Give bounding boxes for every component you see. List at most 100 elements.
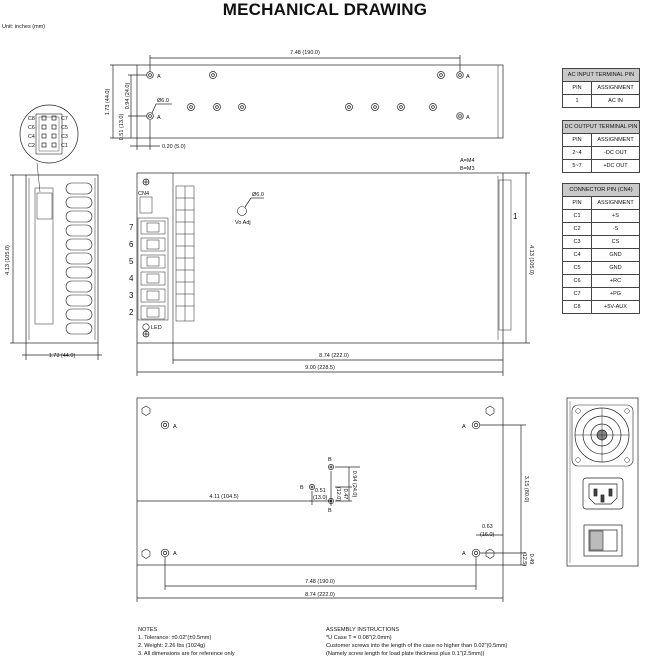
top-dim-094: 0.94 (24.0) [125, 83, 131, 110]
top-height-dim: 1.73 (44.0) [105, 89, 111, 116]
table-cell: C1 [562, 209, 592, 223]
table-header: ASSIGNMENT [591, 196, 640, 210]
assembly-block: ASSEMBLY INSTRUCTIONS *U Case T = 0.08"(… [326, 626, 507, 658]
side-view: 4.13 (105.0) 1.73 (44.0) [5, 174, 102, 360]
table-cell: -S [591, 222, 640, 236]
bottom-hex-fasteners [141, 405, 495, 559]
front-outer-width: 9.00 (228.5) [305, 365, 335, 371]
table-cell: +S [591, 209, 640, 223]
hole-label-a: A [466, 74, 470, 80]
pin-label: C1 [61, 143, 68, 149]
table-header: ASSIGNMENT [591, 81, 640, 95]
hole-label-b: B [328, 457, 332, 463]
hole-label-a: A [462, 551, 466, 557]
table-title: CONNECTOR PIN (CN4) [562, 183, 640, 197]
assembly-heading: ASSEMBLY INSTRUCTIONS [326, 627, 400, 633]
vo-adj-potentiometer [237, 206, 247, 216]
vo-adj-diameter: Ø6.0 [252, 192, 264, 198]
page-title: MECHANICAL DRAWING [222, 0, 428, 19]
table-row: C6+RC [562, 274, 640, 288]
table-row: C1+S [562, 209, 640, 223]
top-dim-051: 0.51 (13.0) [119, 114, 125, 141]
table-cell: +RC [591, 274, 640, 288]
top-hole-diameter: Ø6.0 [157, 98, 169, 104]
pin-label: C6 [28, 125, 35, 131]
side-height-dim: 4.13 (105.0) [5, 245, 11, 275]
table-cell: C8 [562, 300, 592, 314]
front-inner-width: 8.74 (222.0) [319, 353, 349, 359]
hole-label-a: A [173, 424, 177, 430]
top-view: A A A A 7.48 (190.0) 1.73 (44.0) 0.94 (2… [105, 50, 504, 150]
vo-adj-label: Vo Adj [235, 220, 251, 226]
ac-inlet-iec [582, 477, 624, 510]
table-header: PIN [562, 133, 592, 147]
rear-view [566, 397, 639, 567]
bottom-dim-051: 0.51 [315, 488, 326, 494]
note-item: 2. Weight: 2.26 lbs (1024g) [138, 643, 206, 649]
table-cell: AC IN [591, 94, 640, 108]
pin-label: C2 [28, 143, 35, 149]
bottom-dim-047: 0.47 [342, 489, 348, 500]
pin-label: C8 [28, 116, 35, 122]
table-cell: C4 [562, 248, 592, 262]
assembly-line: (Namely screw length for load plate thic… [326, 651, 485, 657]
bottom-dim-748: 7.48 (190.0) [305, 579, 335, 585]
table-row: C8+5V-AUX [562, 300, 640, 314]
front-height-dim: 4.13 (105.0) [528, 245, 534, 275]
table-row: 2~4-DC OUT [562, 146, 640, 160]
top-width-dim: 7.48 (190.0) [290, 50, 320, 56]
bottom-dim-411: 4.11 (104.5) [209, 494, 238, 500]
terminal-number: 5 [129, 257, 134, 266]
hole-label-a: A [157, 74, 161, 80]
bottom-dim-315: 3.15 (80.0) [523, 476, 529, 503]
table-cell: +DC OUT [591, 159, 640, 173]
bottom-dim-063: 0.63 [482, 524, 493, 530]
terminal-number: 4 [129, 274, 134, 283]
bottom-dim-120: (12.0) [335, 487, 341, 502]
led-indicator [142, 323, 150, 331]
legend-b-m3: B=M3 [460, 166, 475, 172]
top-offset-dim: 0.20 (5.0) [162, 144, 186, 150]
table-header: ASSIGNMENT [591, 133, 640, 147]
terminal-number: 6 [129, 240, 134, 249]
connector-inset: C8 C6 C4 C2 C7 C5 C3 C1 [19, 104, 79, 193]
fan-grille [571, 404, 634, 467]
table-cell: -DC OUT [591, 146, 640, 160]
pin-label: C3 [61, 134, 68, 140]
table-header: PIN [562, 81, 592, 95]
legend-a-m4: A=M4 [460, 158, 475, 164]
table-row: 5~7+DC OUT [562, 159, 640, 173]
unit-note: Unit: inches (mm) [2, 24, 46, 30]
terminal-number: 2 [129, 308, 134, 317]
pin-label: C4 [28, 134, 35, 140]
hole-label-a: A [173, 551, 177, 557]
table-cell: +5V-AUX [591, 300, 640, 314]
bottom-dim-125: (12.5) [521, 552, 527, 567]
table-cell: GND [591, 248, 640, 262]
table-cell: C2 [562, 222, 592, 236]
assembly-line: Customer screws into the length of the c… [326, 643, 508, 649]
cn4-label: CN4 [138, 191, 149, 197]
output-terminal-block [137, 217, 169, 321]
table-cell: 1 [562, 94, 592, 108]
pin-label: C5 [61, 125, 68, 131]
table-cell: C5 [562, 261, 592, 275]
bottom-view: A A A A B B B 4.11 (104.5) 0.51 (13.0) 0… [136, 397, 534, 602]
bottom-dim-16: (16.0) [480, 532, 495, 538]
side-width-dim: 1.73 (44.0) [49, 353, 76, 359]
pin-label: C7 [61, 116, 68, 122]
table-cell: CS [591, 235, 640, 249]
table-cell: GND [591, 261, 640, 275]
assembly-line: *U Case T = 0.08"(2.0mm) [326, 635, 392, 641]
table-cell: C6 [562, 274, 592, 288]
front-view: A=M4 B=M3 CN4 7 6 5 4 3 2 1 [129, 158, 534, 376]
table-row: C7+PG [562, 287, 640, 301]
